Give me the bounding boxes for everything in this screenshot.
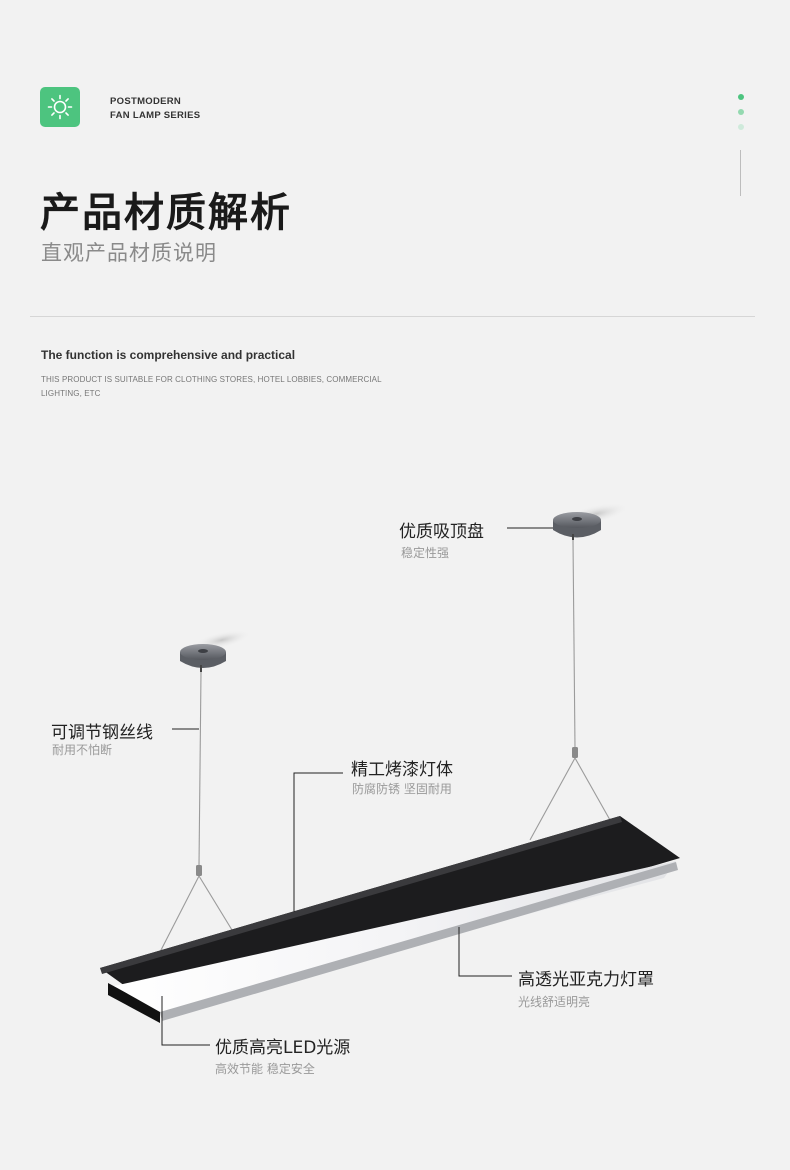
callout-wire-sub: 耐用不怕断 [52, 743, 113, 757]
callout-ceiling-sub: 稳定性强 [401, 546, 450, 560]
lamp-body [100, 816, 680, 1023]
wire-clamp-left [196, 865, 202, 876]
callout-cover-sub: 光线舒适明亮 [518, 995, 591, 1009]
feature-heading: The function is comprehensive and practi… [41, 348, 296, 362]
feature-description: THIS PRODUCT IS SUITABLE FOR CLOTHING ST… [41, 375, 382, 398]
ceiling-canopy-right [553, 502, 630, 540]
callout-ceiling-label: 优质吸顶盘 [399, 522, 484, 542]
callout-wire-label: 可调节钢丝线 [51, 723, 153, 743]
callout-led-sub: 高效节能 稳定安全 [215, 1062, 315, 1076]
logo-badge [40, 87, 80, 127]
brand-name: POSTMODERN FAN LAMP SERIES [110, 95, 200, 123]
page-indicator-dot-3 [738, 124, 744, 130]
page-title: 产品材质解析 [40, 190, 292, 236]
callout-body-label: 精工烤漆灯体 [351, 760, 453, 780]
callout-led-label: 优质高亮LED光源 [215, 1038, 351, 1058]
page-indicator-dot-2 [738, 109, 744, 115]
wire-clamp-right [572, 747, 578, 758]
callout-cover-label: 高透光亚克力灯罩 [518, 970, 654, 990]
sun-icon [47, 94, 73, 120]
suspension-wires [159, 539, 611, 953]
callout-leader-lines [161, 527, 553, 1046]
decorative-vertical-line [740, 150, 741, 196]
brand-line-2: FAN LAMP SERIES [110, 110, 201, 121]
divider [30, 316, 755, 317]
page-subtitle: 直观产品材质说明 [41, 241, 217, 265]
ceiling-canopy-left [180, 629, 252, 672]
callout-body-sub: 防腐防锈 坚固耐用 [352, 782, 452, 796]
brand-line-1: POSTMODERN [110, 96, 182, 107]
page-indicator-dot-1 [738, 94, 744, 100]
